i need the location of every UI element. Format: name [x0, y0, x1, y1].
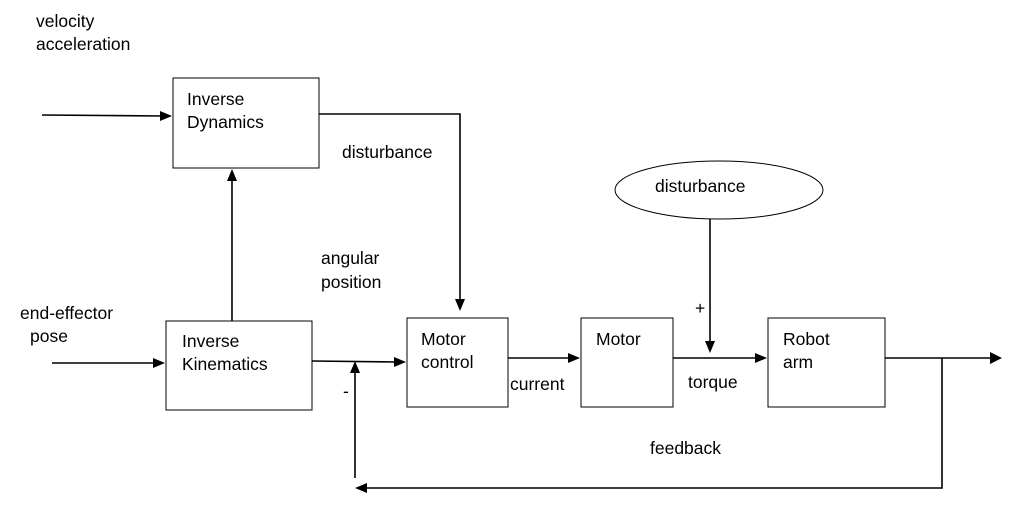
velocity-label: velocity: [36, 11, 95, 31]
acceleration-label: acceleration: [36, 34, 130, 54]
motor-control-label-line1: Motor: [421, 329, 466, 349]
robot-arm-label-line1: Robot: [783, 329, 830, 349]
motor-block: Motor: [580, 317, 674, 408]
plus-sign: +: [695, 298, 705, 318]
ik-to-motor-control-arrowhead: [394, 357, 406, 367]
motor-control-block: Motor control: [406, 317, 509, 408]
inverse-dynamics-block: Inverse Dynamics: [172, 77, 320, 169]
disturbance-to-torque-arrowhead: [705, 341, 715, 353]
pose-label: pose: [30, 326, 68, 346]
inverse-dynamics-label-line1: Inverse: [187, 89, 244, 109]
pose-input-arrowhead: [153, 358, 165, 368]
feedback-wire: [366, 358, 943, 489]
disturbance-source-label: disturbance: [655, 176, 745, 196]
motor-control-label-line2: control: [421, 352, 474, 372]
id-to-motor-control-wire: [319, 113, 461, 300]
inverse-kinematics-block: Inverse Kinematics: [165, 320, 313, 411]
id-to-motor-control-arrowhead: [455, 299, 465, 311]
angular-label: angular: [321, 248, 380, 268]
wires: [41, 111, 1002, 493]
current-label: current: [510, 374, 565, 394]
velocity-input-arrowhead: [160, 111, 172, 121]
output-arrowhead: [990, 352, 1002, 364]
robot-arm-label-line2: arm: [783, 352, 813, 372]
ik-to-motor-control-wire: [311, 360, 397, 363]
position-label: position: [321, 272, 381, 292]
inverse-kinematics-label-line2: Kinematics: [182, 354, 268, 374]
current-arrowhead: [568, 353, 580, 363]
disturbance-signal-label: disturbance: [342, 142, 432, 162]
disturbance-source-ellipse: disturbance: [614, 160, 824, 220]
inverse-kinematics-label-line1: Inverse: [182, 331, 239, 351]
velocity-input-wire: [41, 114, 163, 117]
motor-label: Motor: [596, 329, 641, 349]
torque-arrowhead: [755, 353, 767, 363]
ik-to-id-arrowhead: [227, 169, 237, 181]
feedback-label: feedback: [650, 438, 721, 458]
torque-label: torque: [688, 372, 738, 392]
inverse-dynamics-label-line2: Dynamics: [187, 112, 264, 132]
robot-arm-block: Robot arm: [767, 317, 886, 408]
minus-sign: -: [343, 381, 349, 401]
feedback-summing-arrowhead: [350, 361, 360, 373]
feedback-bottom-arrowhead: [355, 483, 367, 493]
end-effector-label: end-effector: [20, 303, 113, 323]
